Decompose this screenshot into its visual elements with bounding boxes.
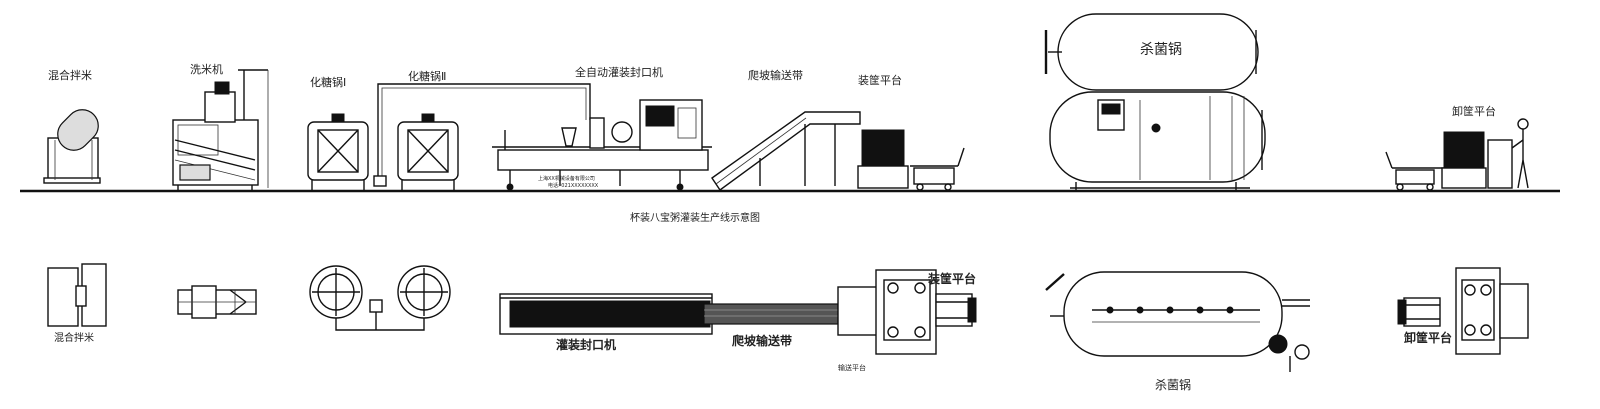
label-mixer: 混合拌米 (48, 68, 92, 82)
loading-table-elevation (857, 129, 965, 191)
transfer-pipe (373, 83, 591, 187)
label-conveyor: 爬坡输送带 (748, 68, 803, 82)
unloading-table-elevation (1385, 118, 1529, 191)
elevation-view: 混合拌米 洗米机 化糖锅Ⅰ (20, 13, 1560, 193)
unloading-table-plan (1397, 267, 1529, 355)
label-filler-plate-line-2: 电话: 021XXXXXXXX (548, 182, 599, 189)
sterilizer-plan (1045, 271, 1310, 372)
label-sterilizer: 杀菌锅 (1140, 42, 1182, 58)
conveyor-plan (703, 303, 839, 325)
plan-view: 混合拌米 灌装封 (47, 263, 1529, 392)
label-kettle-2: 化糖锅Ⅱ (408, 69, 446, 83)
kettle-1-elevation (307, 113, 369, 191)
sterilizer-elevation (1044, 13, 1266, 191)
mixer-plan (47, 263, 107, 327)
plan-label-mixer: 混合拌米 (54, 331, 94, 344)
plan-label-conveyor: 爬坡输送带 (731, 333, 792, 348)
filler-plan (499, 293, 713, 335)
diagram-caption: 杯装八宝粥灌装生产线示意图 (630, 211, 760, 224)
kettles-plan (309, 265, 451, 331)
plan-label-unloading-table: 卸筐平台 (1404, 330, 1452, 345)
label-washer: 洗米机 (190, 62, 223, 76)
label-kettle-1: 化糖锅Ⅰ (310, 75, 346, 89)
loading-table-plan (837, 269, 977, 355)
filler-elevation (492, 99, 712, 191)
mixer-elevation (43, 109, 101, 184)
label-filler: 全自动灌装封口机 (575, 65, 663, 79)
plan-label-feed-table: 输送平台 (838, 363, 866, 372)
plan-label-loading-table: 装筐平台 (927, 271, 976, 286)
plan-label-filler: 灌装封口机 (555, 337, 616, 352)
plan-label-sterilizer: 杀菌锅 (1155, 377, 1191, 392)
label-loading-table: 装筐平台 (858, 73, 902, 87)
label-unloading-table: 卸筐平台 (1452, 104, 1496, 118)
washer-elevation (172, 69, 269, 191)
label-filler-plate-line-1: 上海XX机械设备有限公司 (538, 175, 595, 182)
washer-plan (177, 285, 257, 319)
kettle-2-elevation (397, 113, 459, 191)
conveyor-elevation (711, 111, 861, 191)
